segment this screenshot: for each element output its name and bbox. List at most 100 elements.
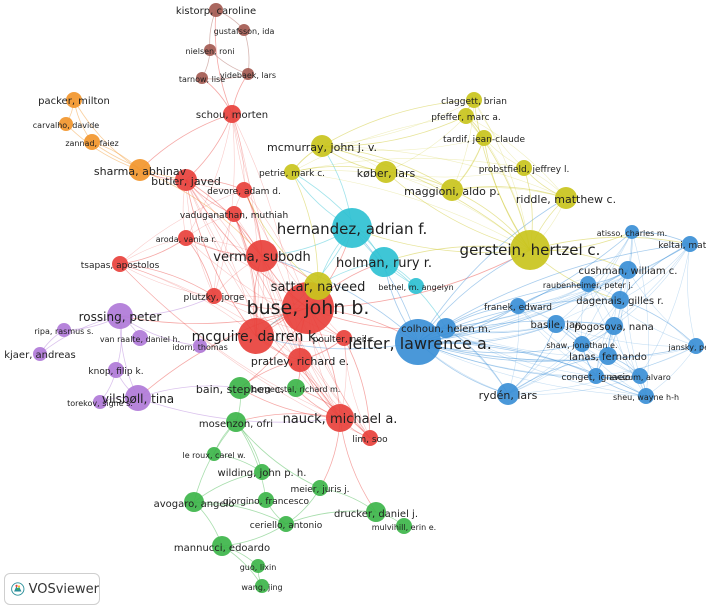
author-label-pogosova[interactable]: pogosova, nana: [574, 322, 654, 333]
author-label-ripa[interactable]: ripa, rasmus s.: [34, 327, 93, 336]
author-label-videbaek[interactable]: videbaek, lars: [220, 71, 276, 80]
author-label-butler[interactable]: butler, javed: [151, 175, 221, 188]
author-label-mcmurray[interactable]: mcmurray, john j. v.: [267, 141, 377, 154]
author-label-mcguire[interactable]: mcguire, darren k.: [192, 329, 321, 345]
author-label-mosenzon[interactable]: mosenzon, ofri: [199, 419, 273, 430]
author-node-giorgino[interactable]: [258, 492, 274, 508]
author-node-sattar[interactable]: [304, 272, 332, 300]
author-label-verma[interactable]: verma, subodh: [213, 250, 310, 265]
author-node-kober[interactable]: [375, 161, 397, 183]
author-node-shaw[interactable]: [574, 336, 590, 352]
author-node-butler[interactable]: [175, 169, 197, 191]
author-label-hernandez[interactable]: hernandez, adrian f.: [277, 220, 427, 238]
author-node-lim[interactable]: [362, 430, 378, 446]
author-label-arodaa[interactable]: aroda, vanita r.: [156, 235, 217, 244]
author-node-mannucci[interactable]: [212, 536, 232, 556]
author-node-bain[interactable]: [229, 377, 251, 399]
author-node-basile[interactable]: [547, 315, 565, 333]
author-label-nielsen[interactable]: nielsen, roni: [186, 47, 235, 56]
author-label-plutzky[interactable]: plutzky, jorge: [184, 293, 245, 303]
vosviewer-badge[interactable]: VOSviewer: [4, 573, 100, 605]
author-node-claggett[interactable]: [466, 92, 482, 108]
author-node-guolixin[interactable]: [251, 559, 265, 573]
author-label-tarnow[interactable]: tarnow, lise: [179, 75, 225, 84]
author-node-gustafsson[interactable]: [238, 24, 250, 36]
author-node-packer[interactable]: [66, 92, 82, 108]
author-node-carvalho[interactable]: [59, 117, 73, 131]
author-label-sharma[interactable]: sharma, abhinav: [94, 165, 187, 178]
author-node-leroux[interactable]: [207, 447, 221, 461]
author-node-atisso[interactable]: [625, 225, 639, 239]
author-node-jansky[interactable]: [688, 338, 704, 354]
author-node-riddle[interactable]: [555, 187, 577, 209]
author-label-schou[interactable]: schou, morten: [196, 110, 268, 121]
author-node-mcmurray[interactable]: [311, 135, 333, 157]
author-label-sheu[interactable]: sheu, wayne h-h: [613, 393, 679, 402]
author-node-mcguire[interactable]: [238, 318, 274, 354]
author-label-meier[interactable]: meier, juris j.: [290, 485, 349, 495]
author-node-pogosova[interactable]: [605, 317, 623, 335]
author-label-wangjing[interactable]: wang, jing: [241, 583, 282, 592]
author-node-mulvihill[interactable]: [396, 518, 412, 534]
author-node-sheu[interactable]: [638, 388, 654, 404]
author-node-wilding[interactable]: [254, 464, 270, 480]
author-label-shaw[interactable]: shaw, jonathan e.: [546, 341, 617, 350]
author-label-devore[interactable]: devore, adam d.: [207, 187, 281, 197]
author-label-riddle[interactable]: riddle, matthew c.: [516, 193, 616, 206]
author-node-zannad[interactable]: [84, 134, 100, 150]
author-node-ceriello[interactable]: [278, 516, 294, 532]
author-label-vanraalte[interactable]: van raalte, daniel h.: [100, 335, 180, 344]
author-node-vilsboll[interactable]: [125, 385, 151, 411]
author-label-kober[interactable]: køber, lars: [357, 167, 416, 180]
author-label-torekov[interactable]: torekov, signe s.: [67, 399, 133, 408]
author-label-bergenstal[interactable]: bergenstal, richard m.: [252, 385, 341, 394]
author-label-bain[interactable]: bain, stephen c.: [196, 383, 284, 396]
author-node-pratley[interactable]: [288, 348, 312, 372]
author-label-leroux[interactable]: le roux, carel w.: [182, 451, 245, 460]
author-node-franek[interactable]: [510, 298, 526, 314]
author-label-keltai[interactable]: keltai, matyas: [658, 241, 706, 251]
author-label-carvalho[interactable]: carvalho, davide: [33, 121, 100, 130]
author-node-wangjing[interactable]: [255, 579, 269, 593]
author-node-tarnow[interactable]: [196, 72, 208, 84]
author-node-vaduganathan[interactable]: [226, 206, 242, 222]
author-node-meier[interactable]: [312, 480, 328, 496]
author-label-colhoun[interactable]: colhoun, helen m.: [401, 324, 491, 335]
author-node-cushman[interactable]: [619, 261, 637, 279]
author-label-wilding[interactable]: wilding, john p. h.: [218, 468, 307, 479]
author-label-raubenheimer[interactable]: raubenheimer, peter j.: [543, 281, 633, 290]
author-label-gustafsson[interactable]: gustafsson, ida: [214, 27, 275, 36]
author-label-packer[interactable]: packer, milton: [38, 96, 110, 107]
author-label-knop[interactable]: knop, filip k.: [88, 367, 143, 377]
author-label-cushman[interactable]: cushman, william c.: [579, 266, 678, 277]
author-node-knop[interactable]: [108, 362, 124, 378]
author-label-conget[interactable]: conget, ignacio: [561, 373, 631, 383]
author-node-dagenais[interactable]: [611, 291, 629, 309]
author-label-drucker[interactable]: drucker, daniel j.: [334, 509, 418, 520]
author-node-nauck[interactable]: [326, 404, 354, 432]
author-node-drucker[interactable]: [366, 502, 386, 522]
author-node-keltai[interactable]: [682, 236, 698, 252]
author-node-conget[interactable]: [588, 368, 604, 384]
author-label-vilsboll[interactable]: vilsbøll, tina: [102, 392, 174, 406]
author-node-poulter[interactable]: [336, 330, 352, 346]
author-node-pfeffer[interactable]: [458, 108, 474, 124]
author-node-maggioni[interactable]: [441, 179, 463, 201]
author-label-kistorp[interactable]: kistorp, caroline: [176, 6, 256, 17]
author-label-vaduganathan[interactable]: vaduganathan, muthiah: [180, 211, 288, 221]
author-node-avogaro[interactable]: [184, 492, 204, 512]
author-label-avezum[interactable]: avezum, alvaro: [609, 373, 671, 382]
author-label-mulvihill[interactable]: mulvihill, erin e.: [372, 523, 436, 532]
author-label-guolixin[interactable]: guo, lixin: [240, 563, 277, 572]
author-node-avezum[interactable]: [632, 368, 648, 384]
author-node-bethel[interactable]: [408, 278, 424, 294]
author-label-ryden[interactable]: rydén, lars: [479, 389, 538, 402]
author-node-ripa[interactable]: [57, 323, 71, 337]
author-label-mannucci[interactable]: mannucci, edoardo: [174, 543, 270, 554]
author-node-videbaek[interactable]: [242, 68, 254, 80]
author-label-sattar[interactable]: sattar, naveed: [271, 280, 366, 295]
author-label-kjaer[interactable]: kjaer, andreas: [4, 350, 76, 361]
author-label-maggioni[interactable]: maggioni, aldo p.: [404, 185, 500, 198]
author-node-probstfield[interactable]: [516, 160, 532, 176]
author-node-kjaer[interactable]: [33, 347, 47, 361]
